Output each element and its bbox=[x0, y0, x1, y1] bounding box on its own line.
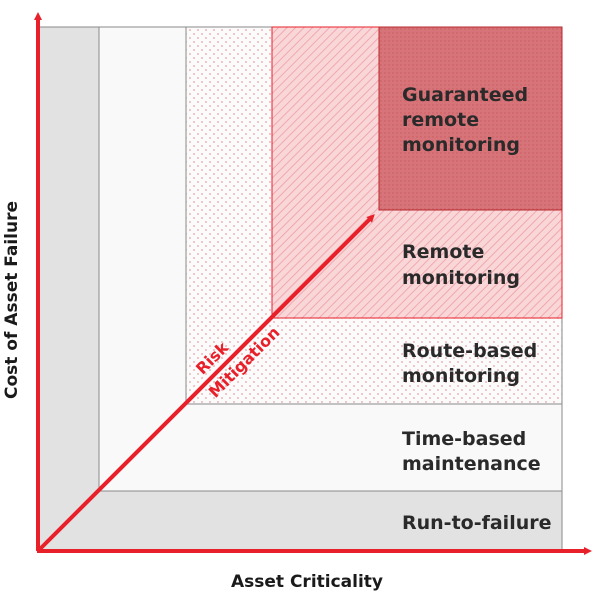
zone-label-remote: Remote monitoring bbox=[402, 241, 520, 289]
zone-label-guaranteed: Guaranteed remote monitoring bbox=[402, 84, 535, 156]
zone-label-time-based: Time-based maintenance bbox=[402, 428, 541, 475]
x-axis-label: Asset Criticality bbox=[231, 572, 383, 592]
y-axis-label: Cost of Asset Failure bbox=[2, 201, 22, 399]
zone-label-route-based: Route-based monitoring bbox=[402, 340, 544, 387]
zone-guaranteed-area bbox=[378, 26, 563, 211]
zone-label-run-to-failure: Run-to-failure bbox=[402, 512, 552, 534]
risk-mitigation-arrow bbox=[38, 214, 375, 551]
